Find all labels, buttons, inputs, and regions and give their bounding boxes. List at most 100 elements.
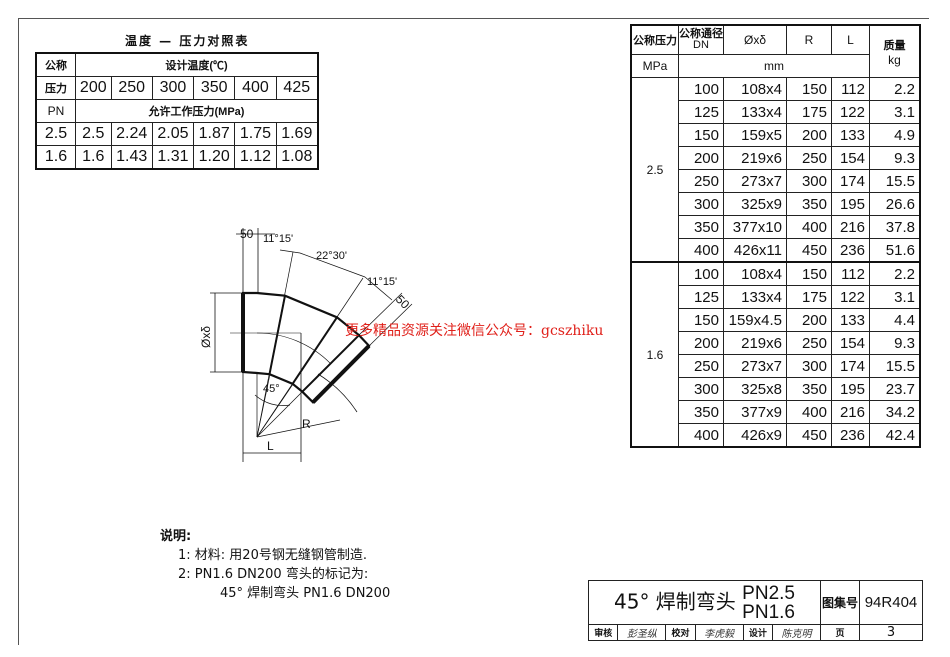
dn-cell: 350 [678,400,724,424]
angle-45-label: 45° [263,383,280,395]
pressure-cell: 1.12 [234,145,277,170]
angle-label-3: 11°15' [367,276,397,288]
od-cell: 325x8 [723,377,787,401]
r-cell: 150 [786,261,832,286]
note-item: 1: 材料: 用20号钢无缝钢管制造. [178,548,367,563]
mass-cell: 42.4 [869,423,921,448]
dn-cell: 150 [678,308,724,332]
pn-unit: MPa [630,54,679,78]
od-cell: 133x4 [723,285,787,309]
pressure-cell: 1.75 [234,122,277,146]
od-cell: 377x9 [723,400,787,424]
angle-label-1: 11°15' [263,233,293,245]
temp-cell: 350 [193,76,236,100]
pressure-cell: 1.6 [75,145,112,170]
l-cell: 154 [831,331,870,355]
pressure-cell: 1.08 [275,145,319,170]
mass-cell: 3.1 [869,100,921,124]
l-cell: 122 [831,285,870,309]
mass-cell: 4.4 [869,308,921,332]
pressure-cell: 1.31 [151,145,195,170]
angle-45-arc [254,394,291,406]
design-signature: 陈克明 [772,624,821,641]
dim-50-end: 50 [393,292,413,312]
check-label: 校对 [665,624,696,641]
page-number: 3 [859,624,923,641]
diameter-label: Øxδ [199,326,213,348]
l-cell: 133 [831,123,870,147]
pressure-cell: 2.05 [151,122,195,146]
pressure-cell: 2.5 [75,122,112,146]
mass-cell: 2.2 [869,77,921,101]
pn-header-3: PN [35,99,76,123]
pn-2: PN1.6 [742,601,795,623]
angle-dim-line [299,252,366,278]
dn-cell: 300 [678,192,724,216]
r-cell: 250 [786,331,832,355]
notes-heading: 说明: [160,529,192,544]
title-cell: 45° 焊制弯头 PN2.5 PN1.6 [588,580,821,625]
table-row: 2.5 2.5 2.24 2.05 1.87 1.75 1.69 [35,122,319,146]
r-cell: 400 [786,215,832,239]
l-cell: 133 [831,308,870,332]
pressure-cell: 1.43 [110,145,153,170]
l-cell: 216 [831,400,870,424]
page-label: 页 [820,624,860,641]
r-cell: 300 [786,169,832,193]
table-row: 1.6 1.6 1.43 1.31 1.20 1.12 1.08 [35,145,319,170]
drawing-title: 45° 焊制弯头 [614,589,736,613]
dim-50-top: 50 [240,227,254,241]
temp-cell: 200 [75,76,112,100]
radius-line [256,419,341,438]
elbow-outline [241,291,371,404]
center-arc [256,332,331,364]
temp-cell: 250 [110,76,153,100]
review-signature: 彭圣纵 [617,624,667,641]
pn-1: PN2.5 [742,582,795,604]
pn-cell: 1.6 [35,145,76,170]
mass-cell: 3.1 [869,285,921,309]
od-header: Øxδ [723,24,787,55]
dn-cell: 150 [678,123,724,147]
mass-unit: kg [888,52,901,67]
watermark: 更多精品资源关注微信公众号：gcszhiku [345,323,604,339]
mass-cell: 23.7 [869,377,921,401]
l-cell: 195 [831,377,870,401]
design-label: 设计 [742,624,774,641]
allowable-pressure-label: 允许工作压力(MPa) [75,99,319,123]
length-label: L [267,439,274,453]
dn-cell: 350 [678,215,724,239]
od-cell: 377x10 [723,215,787,239]
r-cell: 250 [786,146,832,170]
mass-header-label: 质量 [883,39,906,52]
dn-cell: 100 [678,77,724,101]
miter-cut-line [268,295,286,375]
design-temp-label: 设计温度(℃) [75,52,319,77]
note-item: 45° 焊制弯头 PN1.6 DN200 [220,586,391,601]
angle-label-2: 22°30' [316,250,347,262]
od-cell: 273x7 [723,354,787,378]
miter-cut-line [291,316,338,385]
drawing-frame [18,18,929,645]
miter-cut-line [301,334,360,393]
od-cell: 108x4 [723,261,787,286]
extension-line [368,303,413,347]
end-face-right [311,344,371,404]
temp-cell: 425 [275,76,319,100]
pressure-cell: 1.69 [275,122,319,146]
angle-dim-line [364,276,393,301]
dn-cell: 400 [678,423,724,448]
dn-cell: 250 [678,169,724,193]
mass-cell: 34.2 [869,400,921,424]
dn-cell: 125 [678,285,724,309]
od-cell: 133x4 [723,100,787,124]
note-item: 2: PN1.6 DN200 弯头的标记为: [178,567,369,582]
